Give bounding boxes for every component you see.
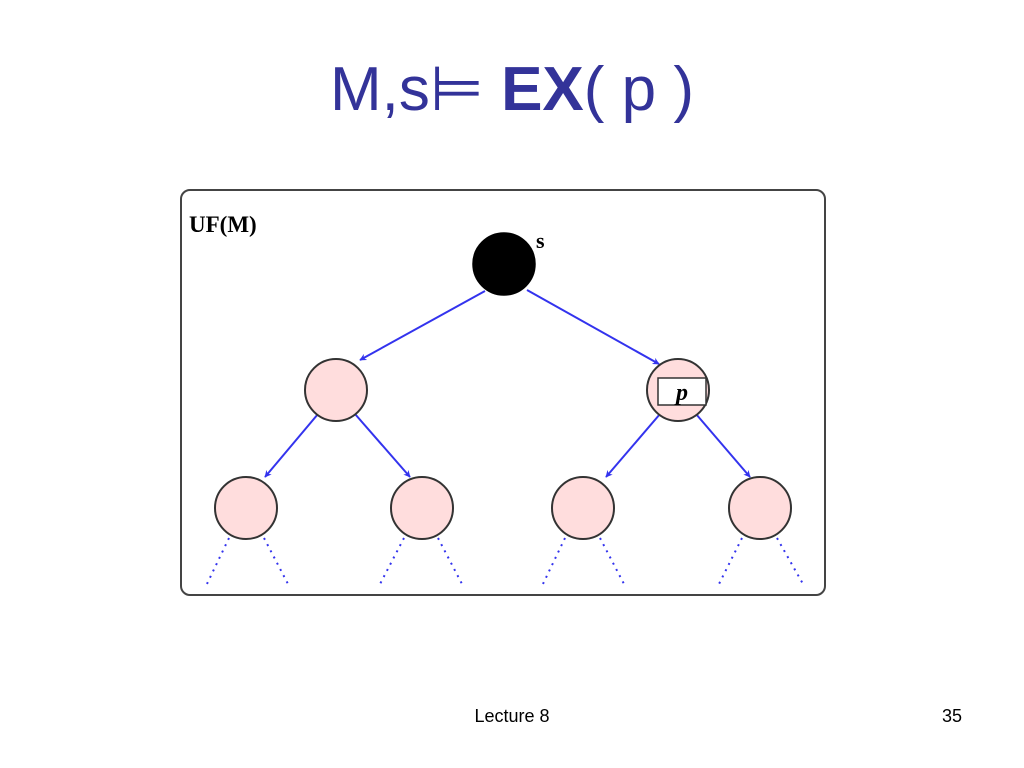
- edge-right-leftchild: [605, 413, 661, 478]
- edge-root-left: [359, 290, 486, 361]
- edge-left-rightchild: [354, 413, 411, 478]
- title-prefix: M,s: [329, 55, 430, 124]
- slide-title: M,s⊨ EX( p ): [0, 55, 1024, 125]
- entails-symbol: ⊨: [429, 55, 484, 124]
- state-node-lr: [390, 476, 454, 540]
- prop-label-box: [657, 377, 707, 406]
- state-node-rr: [728, 476, 792, 540]
- prop-label: p: [674, 380, 688, 406]
- dotted-continuations: [205, 537, 804, 587]
- title-operator: EX: [501, 55, 584, 124]
- state-node-left: [304, 358, 368, 422]
- edge-root-right: [526, 289, 660, 365]
- state-node-rl: [551, 476, 615, 540]
- frame-label: UF(M): [189, 212, 257, 237]
- state-node-ll: [214, 476, 278, 540]
- root-state-node: [472, 232, 536, 296]
- unfolding-frame: [180, 189, 826, 596]
- footer-page-number: 35: [941, 706, 962, 726]
- root-state-label: s: [536, 228, 545, 253]
- edge-left-leftchild: [264, 413, 319, 478]
- edge-right-rightchild: [695, 413, 751, 478]
- title-argument: ( p ): [583, 55, 695, 124]
- footer-lecture: Lecture 8: [474, 706, 550, 726]
